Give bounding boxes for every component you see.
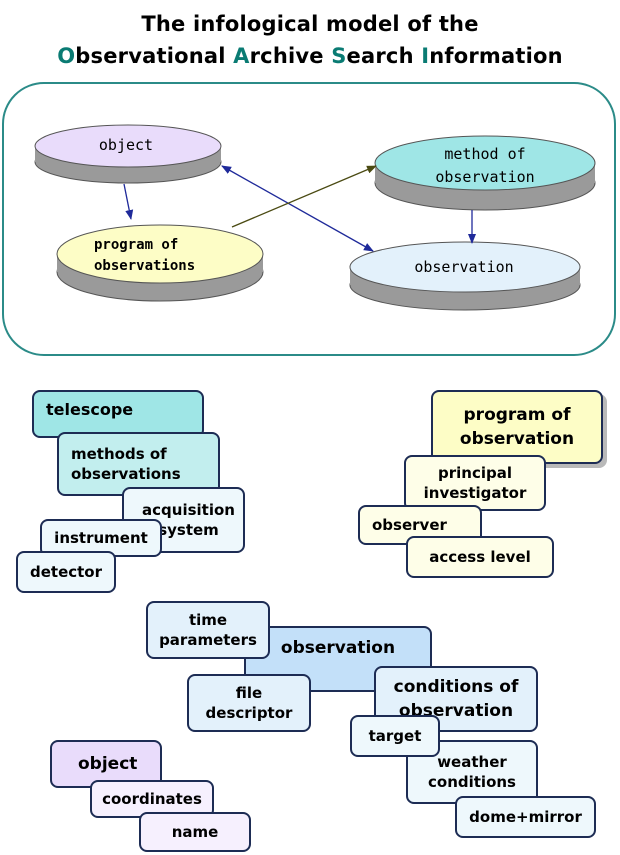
- dome-mirror-box: dome+mirror: [455, 796, 596, 838]
- method-disk-label-2: observation: [435, 168, 534, 186]
- methods-of-observations-box: methods of observations: [57, 432, 220, 496]
- detector-box: detector: [16, 551, 116, 593]
- method-of-observation-disk: method of observation: [374, 135, 596, 211]
- infological-model-diagram: object method of observation program of …: [34, 124, 596, 311]
- program-disk-label-1: program of: [94, 237, 178, 253]
- arrow-object-observation: [221, 165, 374, 252]
- title-word-observational: bservational: [75, 44, 234, 68]
- file-descriptor-box: file descriptor: [187, 674, 311, 732]
- title-word-archive: rchive: [249, 44, 332, 68]
- title-word-information: nformation: [429, 44, 563, 68]
- observation-disk: observation: [349, 241, 581, 311]
- method-disk-label-1: method of: [444, 145, 525, 163]
- program-of-observation-box: program of observation: [431, 390, 603, 464]
- diagram-title-line-2: Observational Archive Search Information: [0, 44, 620, 68]
- telescope-box: telescope: [32, 390, 204, 438]
- title-cap-o: O: [57, 44, 76, 68]
- time-parameters-box: time parameters: [146, 601, 270, 659]
- object-disk-label: object: [99, 136, 153, 154]
- target-box: target: [350, 715, 440, 757]
- title-cap-s: S: [331, 44, 347, 68]
- instrument-box: instrument: [40, 519, 162, 557]
- title-cap-a: A: [233, 44, 250, 68]
- program-of-observations-disk: program of observations: [56, 224, 264, 302]
- name-box: name: [139, 812, 251, 852]
- arrow-object-to-program: [123, 183, 134, 220]
- principal-investigator-box: principal investigator: [404, 455, 546, 511]
- object-disk: object: [34, 124, 222, 184]
- diagram-title-line-1: The infological model of the: [141, 12, 479, 36]
- arrow-program-to-method: [231, 165, 377, 228]
- program-disk-label-2: observations: [94, 258, 195, 274]
- observation-disk-label: observation: [414, 258, 513, 276]
- access-level-box: access level: [406, 536, 554, 578]
- title-cap-i: I: [421, 44, 430, 68]
- title-word-search: earch: [346, 44, 422, 68]
